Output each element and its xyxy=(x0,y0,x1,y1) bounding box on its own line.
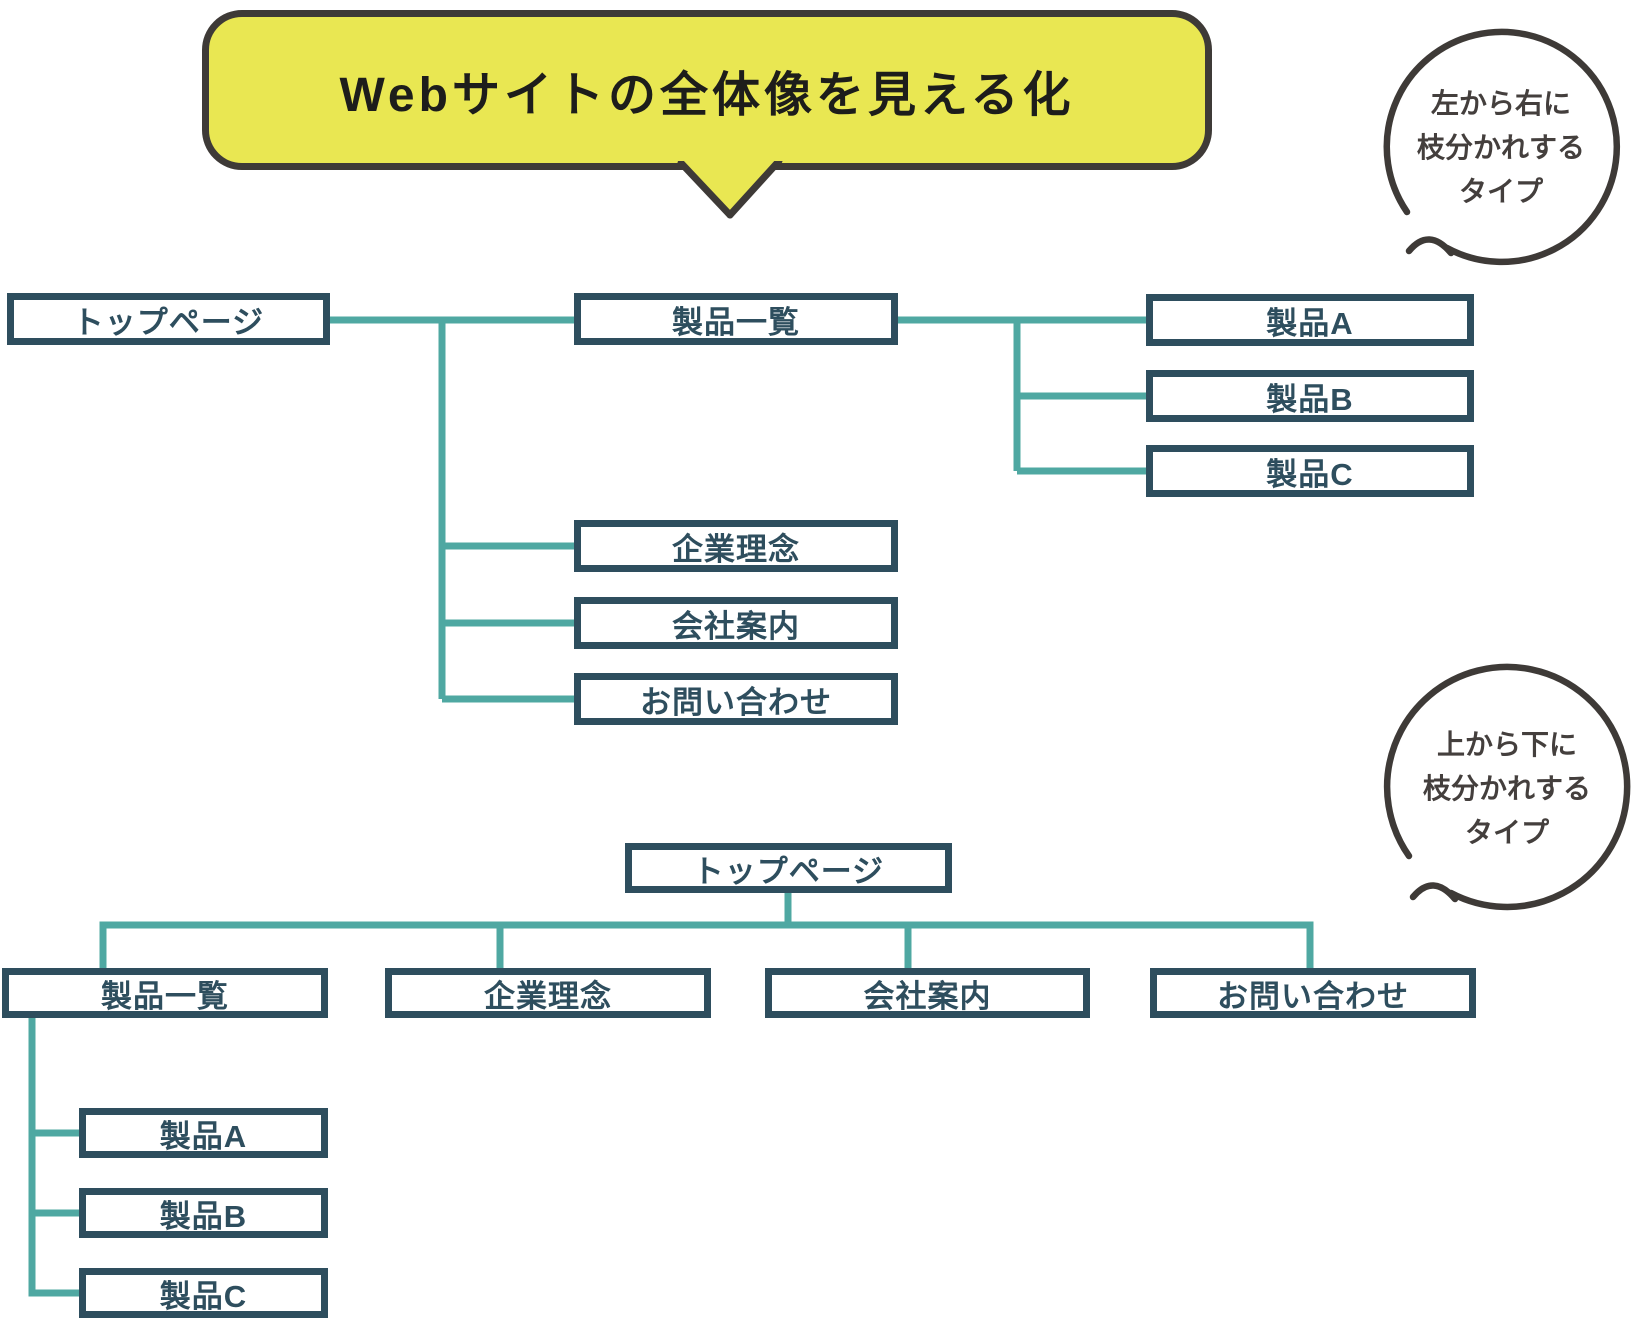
node-v-product-list: 製品一覧 xyxy=(2,968,328,1018)
callout-td-line3: タイプ xyxy=(1464,817,1549,848)
node-v-company: 会社案内 xyxy=(765,968,1090,1018)
callout-lr-line1: 左から右に xyxy=(1430,88,1571,119)
connector-v-bus xyxy=(99,921,1314,968)
callout-td-line1: 上から下に xyxy=(1436,729,1577,760)
node-h-product-list: 製品一覧 xyxy=(574,293,898,345)
node-h-product-a: 製品A xyxy=(1146,294,1474,346)
node-v-philosophy: 企業理念 xyxy=(385,968,711,1018)
node-v-product-b: 製品B xyxy=(79,1188,328,1238)
node-h-top-page: トップページ xyxy=(7,293,330,345)
node-v-contact: お問い合わせ xyxy=(1150,968,1476,1018)
node-v-product-c: 製品C xyxy=(79,1268,328,1318)
callout-top-down: 上から下に 枝分かれする タイプ xyxy=(1357,723,1636,855)
callout-lr-tail-icon xyxy=(1405,236,1455,257)
title-bubble: Webサイトの全体像を見える化 xyxy=(202,10,1212,170)
callout-td-tail-icon xyxy=(1409,882,1459,903)
page-title: Webサイトの全体像を見える化 xyxy=(339,69,1075,122)
title-bubble-tail xyxy=(677,161,783,219)
callout-td-line2: 枝分かれする xyxy=(1422,773,1591,804)
node-h-product-b: 製品B xyxy=(1146,370,1474,422)
node-v-product-a: 製品A xyxy=(79,1108,328,1158)
connector-v-products-trunk xyxy=(28,1016,79,1297)
callout-lr-line3: タイプ xyxy=(1458,176,1543,207)
callout-left-right: 左から右に 枝分かれする タイプ xyxy=(1351,82,1636,214)
node-h-product-c: 製品C xyxy=(1146,445,1474,497)
node-h-company: 会社案内 xyxy=(574,597,898,649)
node-v-top-page: トップページ xyxy=(625,843,952,893)
node-h-philosophy: 企業理念 xyxy=(574,520,898,572)
callout-lr-line2: 枝分かれする xyxy=(1416,132,1585,163)
node-h-contact: お問い合わせ xyxy=(574,673,898,725)
